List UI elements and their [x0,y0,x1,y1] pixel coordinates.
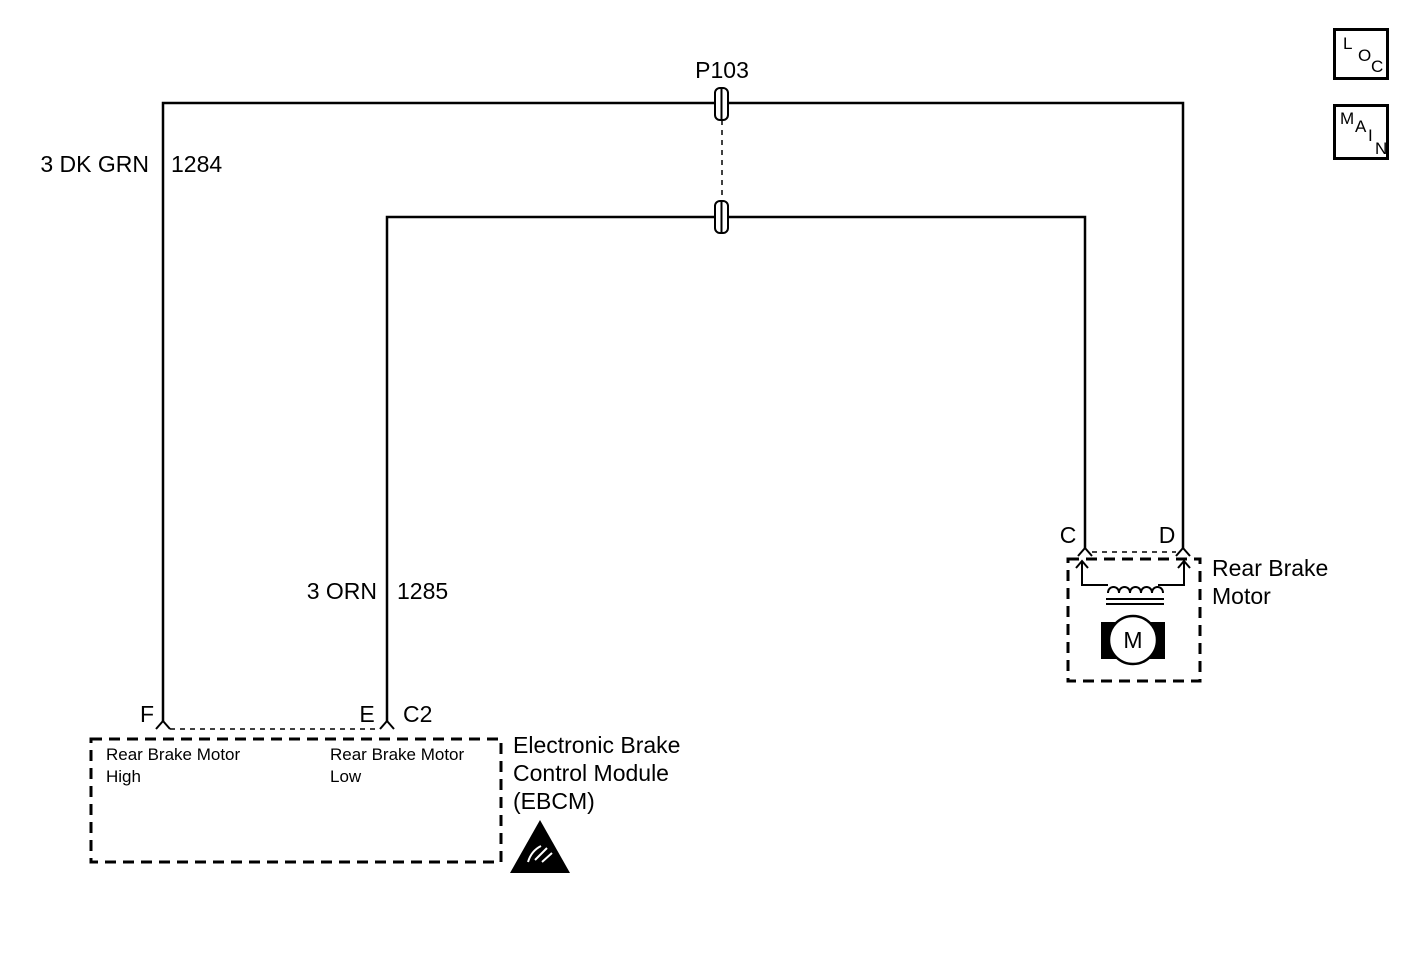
connector-label-p103: P103 [695,57,749,83]
ebcm-pin-f-label: F [140,701,154,727]
ebcm-pin-e-label: E [359,701,374,727]
wire-circuit-1284: 1284 [171,151,222,177]
main-letter-m: M [1340,109,1355,128]
p103-connector-upper [714,87,729,121]
wire-circuit-1285: 1285 [397,578,448,604]
ebcm-name-line3: (EBCM) [513,788,595,814]
motor-pin-d-label: D [1159,522,1176,548]
ebcm-terminal-high-line1: Rear Brake Motor [106,745,240,764]
brake-coil-icon [1106,586,1164,605]
motor-pin-d-terminal [1175,546,1191,557]
motor-icon [1101,614,1165,666]
wire-1284 [161,101,1185,722]
main-letter-a: A [1355,117,1367,136]
wire-color-1284: 3 DK GRN [40,151,149,177]
motor-symbol-label: M [1123,627,1142,653]
ebcm-pin-f-terminal [155,719,171,730]
esd-warning-icon [510,820,570,873]
loc-letter-c: C [1371,57,1384,76]
motor-internal-wiring [1075,559,1191,586]
loc-letter-l: L [1343,34,1353,53]
main-letter-n: N [1375,139,1388,158]
motor-name-line2: Motor [1212,583,1271,609]
motor-pin-c-label: C [1060,522,1077,548]
loc-button[interactable]: L O C [1333,28,1389,80]
ebcm-terminal-low-line1: Rear Brake Motor [330,745,464,764]
loc-letter-o: O [1358,46,1372,65]
ebcm-connector-c2-label: C2 [403,701,432,727]
main-letter-i: I [1368,126,1373,145]
ebcm-pin-e-terminal [379,719,395,730]
wire-1285 [385,215,1087,722]
ebcm-name-line2: Control Module [513,760,669,786]
ebcm-terminal-low-line2: Low [330,767,362,786]
motor-pin-c-terminal [1077,546,1093,557]
ebcm-terminal-high-line2: High [106,767,141,786]
ebcm-name-line1: Electronic Brake [513,732,680,758]
wire-color-1285: 3 ORN [307,578,377,604]
ebcm-module-box [89,737,503,864]
p103-connector-lower [714,200,729,234]
motor-name-line1: Rear Brake [1212,555,1328,581]
main-button[interactable]: M A I N [1333,104,1389,160]
